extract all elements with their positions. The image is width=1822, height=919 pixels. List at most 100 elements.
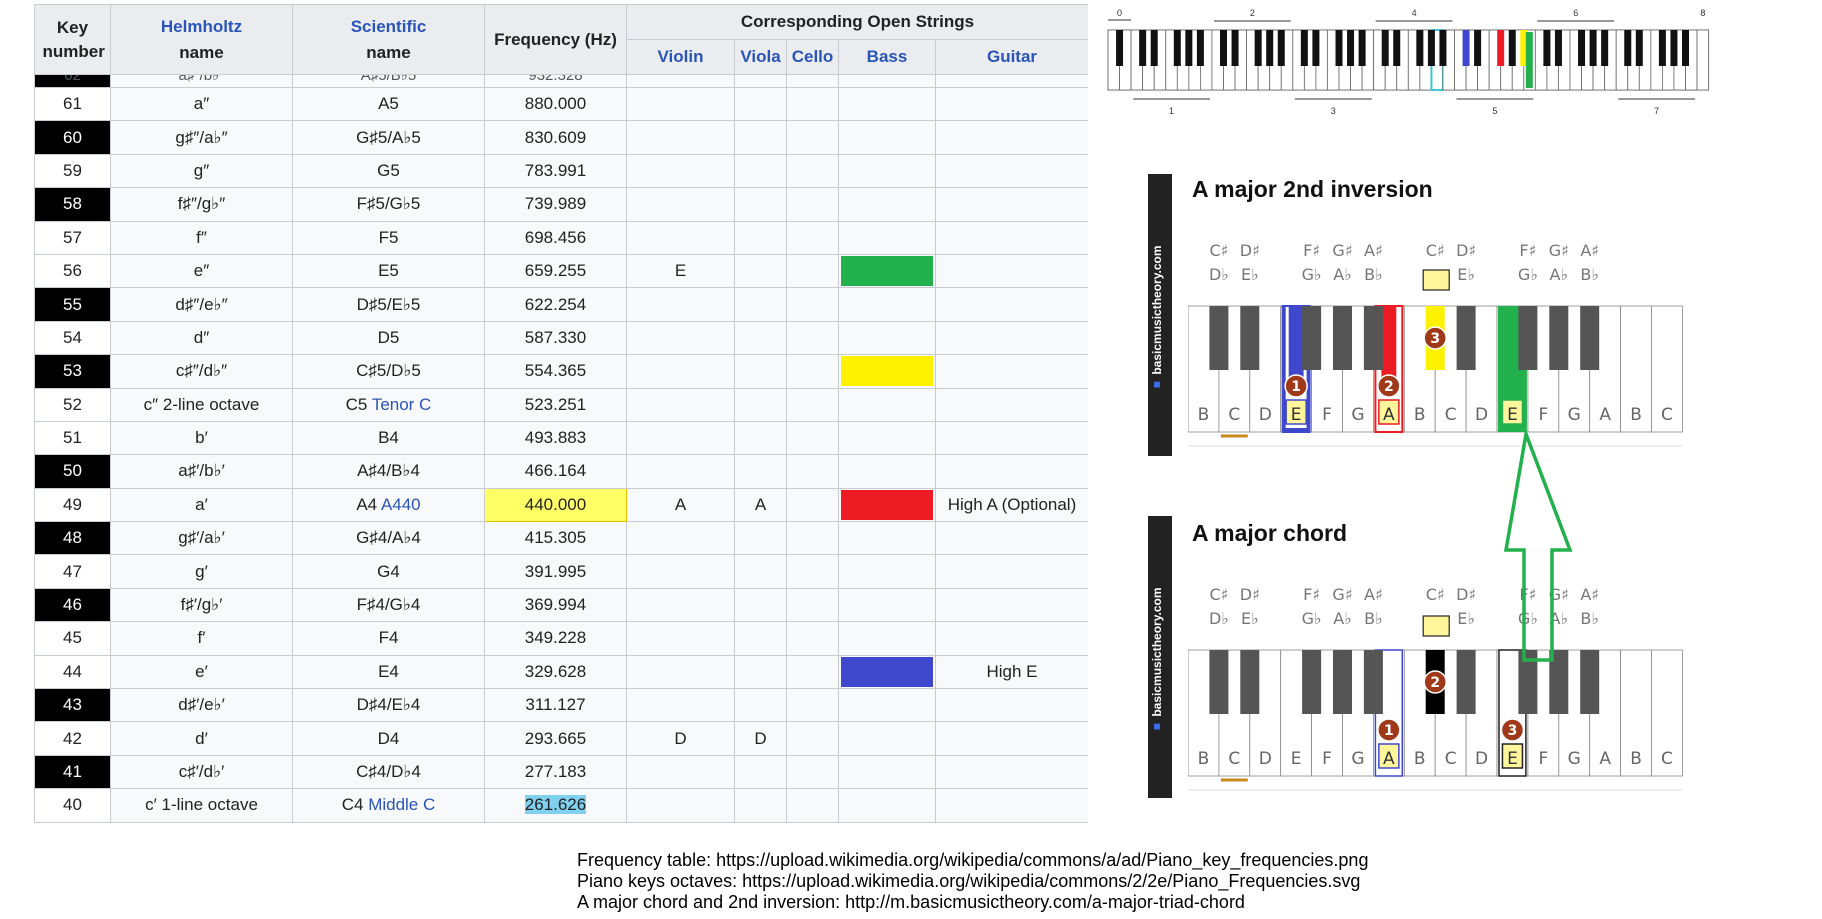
note-box [1378,399,1400,425]
frequency-cell: 622.254 [484,287,627,322]
frequency-cell: 391.995 [484,554,627,589]
violin-cell [626,454,735,489]
strip-black-key [1300,30,1308,66]
cell-text: C♯5/D♭5 [356,361,421,381]
source-footer: Frequency table: https://upload.wikimedi… [577,850,1368,913]
key-number-cell: 51 [34,420,111,456]
cell-text: A5 [378,94,399,114]
cell-text: f′ [197,628,206,648]
helmholtz-cell: f″ [110,220,293,255]
helmholtz-cell: b′ [110,420,293,456]
scientific-link[interactable]: Tenor C [371,394,432,414]
bass-cell [838,521,936,556]
red-key-fill [1381,306,1397,392]
violin-cell [626,120,735,155]
bass-cell [838,754,936,790]
cell-text: 587.330 [524,327,587,347]
frequency-cell: 554.365 [484,354,627,389]
cell-text: 58 [63,194,82,214]
helmholtz-cell: g′ [110,554,293,589]
cell-text: 523.251 [524,394,587,414]
sharp-label: D♯ [1456,241,1476,260]
flat-label: G♭ [1518,265,1538,284]
violin-cell [626,320,735,356]
cell-text: 622.254 [524,294,587,314]
octave-label: 6 [1573,8,1578,18]
header-violin[interactable]: Violin [626,39,735,75]
white-key-label: G [1351,405,1364,425]
key-number-cell: 42 [34,721,111,756]
strip-black-key [1254,30,1262,66]
scientific-cell: G5 [292,153,485,189]
black-key [1209,306,1229,370]
scientific-cell: F4 [292,621,485,656]
white-key-label: B [1198,749,1210,769]
flat-label: E♭ [1457,265,1475,284]
strip-black-key [1578,30,1586,66]
cell-text: 329.628 [524,661,587,681]
cell-text: a″ [193,94,210,114]
cell-text: C4 [341,795,364,815]
helmholtz-cell: g♯′/a♭′ [110,521,293,556]
cell-text: F♯4/G♭4 [356,595,421,615]
header-viola[interactable]: Viola [734,39,787,75]
flat-label: A♭ [1550,265,1569,284]
white-key [1651,305,1683,433]
helmholtz-cell: c″ 2-line octave [110,387,293,422]
white-key-label: F [1322,405,1332,425]
cello-cell [786,320,839,356]
scientific-cell: G4 [292,554,485,589]
bass-cell [838,621,936,656]
cell-text: F5 [378,227,399,247]
cell-text: 277.183 [524,762,587,781]
scientific-cell: E4 [292,654,485,690]
brand-square-icon: ■ [1150,716,1164,735]
header-cello[interactable]: Cello [786,39,839,75]
frequency-cell: 311.127 [484,688,627,723]
brand-bar: ■ basicmusictheory.com [1148,174,1172,456]
cell-text: A♯5/B♭5 [360,74,417,84]
sharp-label: A♯ [1580,585,1599,604]
scientific-link[interactable]: A440 [380,494,421,514]
note-box-label: A [1383,749,1395,769]
sharp-label: D♯ [1240,585,1260,604]
helmholtz-cell: g″ [110,153,293,189]
cell-text: 739.989 [524,194,587,214]
marker-label: 2 [1430,675,1440,691]
helmholtz-cell: c♯′/d♭′ [110,754,293,790]
note-box-label: E [1291,405,1302,425]
cell-text: 52 [63,394,82,414]
scientific-cell: B4 [292,420,485,456]
guitar-cell [935,320,1088,356]
header-guitar[interactable]: Guitar [935,39,1088,75]
cell-text: 44 [63,661,82,681]
bass-cell [838,587,936,623]
helmholtz-cell: f♯′/g♭′ [110,587,293,623]
frequency-cell: 349.228 [484,621,627,656]
white-key-label: F [1538,405,1548,425]
cello-cell [786,621,839,656]
guitar-cell [935,420,1088,456]
black-key [1518,650,1538,714]
key-number-cell: 44 [34,654,111,690]
scientific-cell: F♯5/G♭5 [292,187,485,222]
header-bass[interactable]: Bass [838,39,936,75]
cell-text: E [674,261,687,281]
strip-black-key [1358,30,1366,66]
cell-text: g♯″/a♭″ [175,127,228,147]
green-arrow-icon [1503,427,1573,662]
bass-cell [838,688,936,723]
scientific-link[interactable]: Middle C [368,795,436,815]
bass-cell [838,320,936,356]
cell-text: e′ [195,661,208,681]
cello-cell [786,721,839,756]
cell-text: D5 [377,327,400,347]
cell-text: 293.665 [524,728,587,748]
cell-text: 415.305 [524,528,587,548]
